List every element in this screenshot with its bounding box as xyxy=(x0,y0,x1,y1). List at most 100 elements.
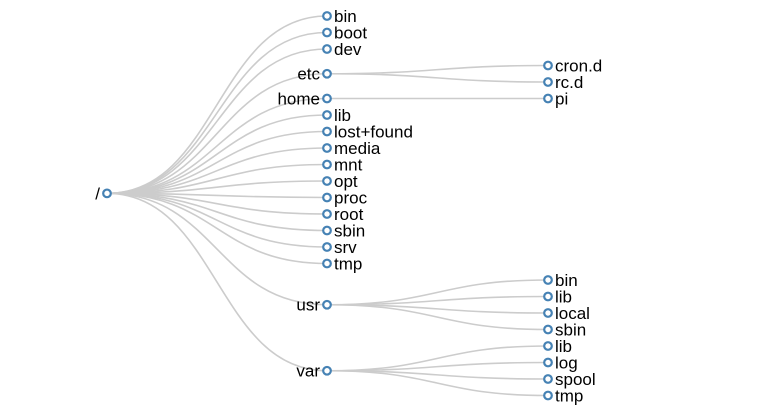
node-label: media xyxy=(334,139,381,158)
node-marker[interactable] xyxy=(543,374,553,384)
node-label: sbin xyxy=(555,320,586,339)
node-marker[interactable] xyxy=(322,159,332,170)
node-marker[interactable] xyxy=(543,341,553,351)
node-marker[interactable] xyxy=(543,291,553,302)
node-label: lib xyxy=(555,337,572,356)
node-marker[interactable] xyxy=(543,390,553,401)
tree-node-rc-d[interactable]: rc.d xyxy=(543,73,583,92)
node-marker[interactable] xyxy=(543,60,553,71)
tree-node-mnt[interactable]: mnt xyxy=(322,155,363,174)
node-marker[interactable] xyxy=(543,357,553,368)
tree-node-bin[interactable]: bin xyxy=(322,7,357,26)
node-marker[interactable] xyxy=(543,93,553,104)
node-marker[interactable] xyxy=(322,68,332,79)
tree-link-usr-to-lib xyxy=(326,295,549,306)
node-marker[interactable] xyxy=(322,242,332,252)
tree-link--to-srv xyxy=(106,192,328,248)
node-marker[interactable] xyxy=(322,176,332,186)
tree-node-lib[interactable]: lib xyxy=(543,337,572,356)
node-marker[interactable] xyxy=(102,188,112,199)
node-marker[interactable] xyxy=(322,27,332,38)
tree-links xyxy=(106,15,549,397)
node-label: local xyxy=(555,304,590,323)
tree-link--to-boot xyxy=(106,31,328,195)
tree-link--to-lost-found xyxy=(106,130,328,195)
node-label: opt xyxy=(334,172,358,191)
node-label: mnt xyxy=(334,155,363,174)
node-marker[interactable] xyxy=(322,110,332,120)
node-marker[interactable] xyxy=(322,44,332,54)
tree-node-tmp[interactable]: tmp xyxy=(322,254,362,273)
tree-node-opt[interactable]: opt xyxy=(322,172,358,191)
node-label: sbin xyxy=(334,221,365,240)
tree-node-cron-d[interactable]: cron.d xyxy=(543,56,602,75)
node-label: tmp xyxy=(334,254,362,273)
node-marker[interactable] xyxy=(543,77,553,87)
node-label: / xyxy=(95,184,100,203)
tree-link--to-usr xyxy=(106,192,328,306)
tree-node-var[interactable]: var xyxy=(296,362,332,381)
node-marker[interactable] xyxy=(322,258,332,269)
tree-node-boot[interactable]: boot xyxy=(322,23,367,42)
node-label: bin xyxy=(555,271,578,290)
node-label: proc xyxy=(334,188,368,207)
tree-node-bin[interactable]: bin xyxy=(543,271,578,290)
node-label: log xyxy=(555,353,578,372)
node-label: lost+found xyxy=(334,122,413,141)
tree-node-lib[interactable]: lib xyxy=(322,106,351,125)
node-label: tmp xyxy=(555,386,583,405)
node-label: home xyxy=(277,89,320,108)
tree-node-spool[interactable]: spool xyxy=(543,370,596,389)
node-marker[interactable] xyxy=(322,209,332,219)
node-label: usr xyxy=(296,296,320,315)
node-label: pi xyxy=(555,89,568,108)
node-label: lib xyxy=(555,287,572,306)
node-marker[interactable] xyxy=(543,308,553,318)
tree-node-root[interactable]: / xyxy=(95,184,112,203)
node-label: bin xyxy=(334,7,357,26)
node-label: lib xyxy=(334,106,351,125)
node-marker[interactable] xyxy=(543,275,553,285)
tree-link-var-to-tmp xyxy=(326,369,549,397)
tree-node-media[interactable]: media xyxy=(322,139,381,158)
node-marker[interactable] xyxy=(543,324,553,335)
tree-node-usr[interactable]: usr xyxy=(296,296,332,315)
tree-node-local[interactable]: local xyxy=(543,304,590,323)
tree-link--to-etc xyxy=(106,72,328,195)
tree-link--to-dev xyxy=(106,48,328,195)
tree-node-dev[interactable]: dev xyxy=(322,40,362,59)
node-label: etc xyxy=(297,65,320,84)
tree-node-tmp[interactable]: tmp xyxy=(543,386,583,405)
node-marker[interactable] xyxy=(322,93,332,104)
tree-node-pi[interactable]: pi xyxy=(543,89,568,108)
tree-link--to-home xyxy=(106,97,328,195)
tree-link-etc-to-cron-d xyxy=(326,64,549,75)
tree-link-etc-to-rc-d xyxy=(326,72,549,83)
node-marker[interactable] xyxy=(322,299,332,310)
tree-link--to-lib xyxy=(106,114,328,195)
tree-node-root[interactable]: root xyxy=(322,205,364,224)
node-marker[interactable] xyxy=(322,225,332,236)
node-marker[interactable] xyxy=(322,192,332,203)
node-marker[interactable] xyxy=(322,143,332,153)
tree-link--to-tmp xyxy=(106,192,328,265)
node-label: cron.d xyxy=(555,56,602,75)
tree-link-usr-to-sbin xyxy=(326,303,549,331)
node-marker[interactable] xyxy=(322,11,332,21)
tree-node-srv[interactable]: srv xyxy=(322,238,357,257)
node-label: boot xyxy=(334,23,367,42)
tree-node-log[interactable]: log xyxy=(543,353,578,372)
tree-node-lib[interactable]: lib xyxy=(543,287,572,306)
node-marker[interactable] xyxy=(322,126,332,137)
tree-node-sbin[interactable]: sbin xyxy=(322,221,365,240)
tree-node-sbin[interactable]: sbin xyxy=(543,320,586,339)
node-label: spool xyxy=(555,370,596,389)
node-marker[interactable] xyxy=(322,365,332,376)
node-label: root xyxy=(334,205,364,224)
tree-node-etc[interactable]: etc xyxy=(297,65,332,84)
tree-link-var-to-log xyxy=(326,361,549,372)
tree-node-proc[interactable]: proc xyxy=(322,188,368,207)
tree-node-lost-found[interactable]: lost+found xyxy=(322,122,413,141)
tree-node-home[interactable]: home xyxy=(277,89,332,108)
